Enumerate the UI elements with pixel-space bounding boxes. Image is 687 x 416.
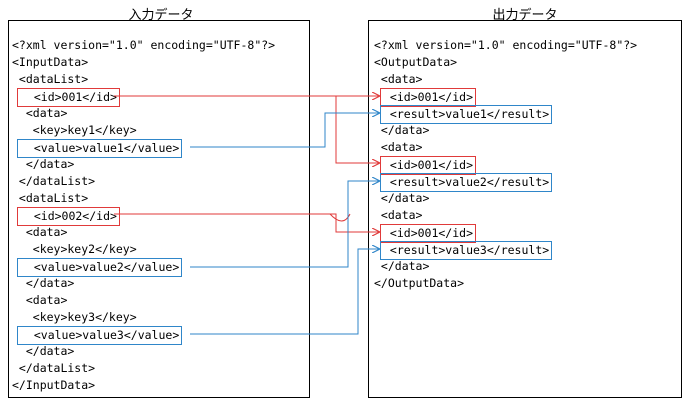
output-result-box-1: <result>value1</result>	[380, 105, 553, 124]
input-line: <dataList>	[12, 191, 89, 205]
output-line: <data>	[374, 208, 423, 222]
input-value-box-2: <value>value2</value>	[17, 258, 183, 277]
output-result-box-3: <result>value3</result>	[380, 241, 553, 260]
input-line: </data>	[12, 276, 75, 290]
input-line: </data>	[12, 344, 75, 358]
hop-arc	[329, 213, 351, 222]
input-line: <?xml version="1.0" encoding="UTF-8"?>	[12, 38, 276, 52]
output-result-box-2: <result>value2</result>	[380, 173, 553, 192]
input-line: <key>key3</key>	[12, 310, 137, 324]
output-line: </data>	[374, 259, 430, 273]
input-id-box-1: <id>001</id>	[17, 88, 120, 107]
output-line: <data>	[374, 72, 423, 86]
output-panel: <?xml version="1.0" encoding="UTF-8"?> <…	[368, 20, 682, 398]
input-line: <dataList>	[12, 72, 89, 86]
output-line: <?xml version="1.0" encoding="UTF-8"?>	[374, 38, 638, 52]
output-id-box-3: <id>001</id>	[380, 224, 477, 243]
output-id-box-2: <id>001</id>	[380, 156, 477, 175]
input-line: <key>key1</key>	[12, 123, 137, 137]
output-line: <data>	[374, 140, 423, 154]
output-id-box-1: <id>001</id>	[380, 88, 477, 107]
input-line: </dataList>	[12, 361, 96, 375]
input-value-box-3: <value>value3</value>	[17, 326, 183, 345]
input-line: <key>key2</key>	[12, 242, 137, 256]
output-line: <OutputData>	[374, 55, 458, 69]
input-line: </data>	[12, 157, 75, 171]
input-line: </InputData>	[12, 378, 96, 392]
input-panel: <?xml version="1.0" encoding="UTF-8"?> <…	[8, 20, 310, 398]
input-value-box-1: <value>value1</value>	[17, 139, 183, 158]
output-line: </data>	[374, 191, 430, 205]
input-line: <data>	[12, 225, 68, 239]
output-line: </OutputData>	[374, 276, 465, 290]
input-line: </dataList>	[12, 174, 96, 188]
input-line: <data>	[12, 106, 68, 120]
output-title: 出力データ	[492, 8, 558, 23]
output-line: </data>	[374, 123, 430, 137]
input-line: <data>	[12, 293, 68, 307]
input-line: <InputData>	[12, 55, 89, 69]
input-title: 入力データ	[128, 8, 194, 23]
